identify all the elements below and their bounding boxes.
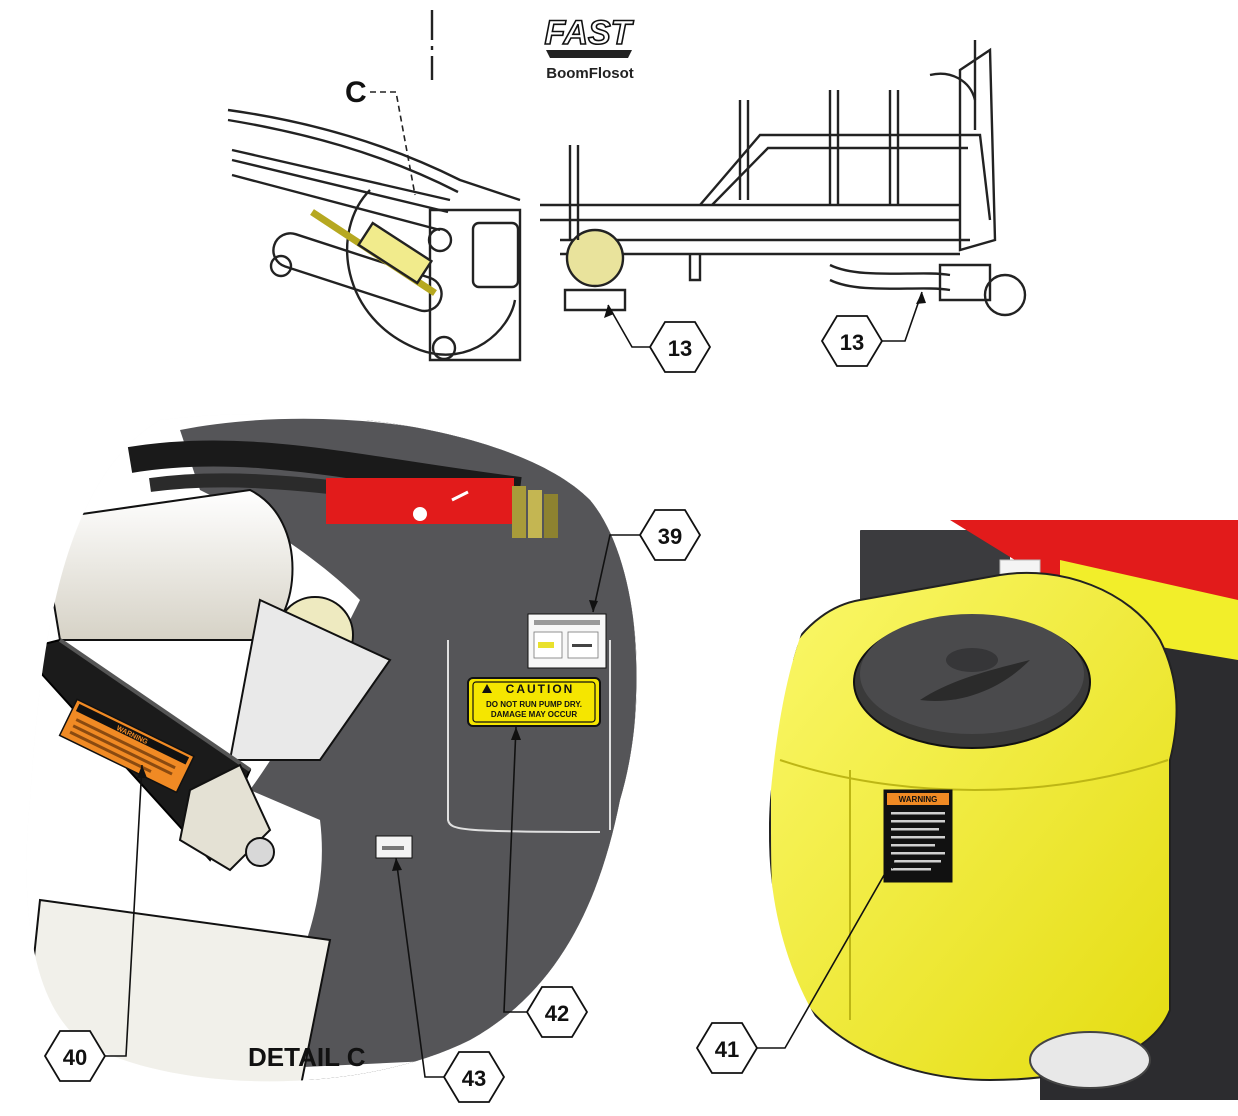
callout-13-hose: 13: [820, 315, 884, 367]
leader-lines: [105, 291, 923, 1078]
svg-text:WARNING: WARNING: [899, 795, 938, 804]
callout-42: 42: [525, 986, 589, 1038]
svg-text:41: 41: [715, 1037, 739, 1062]
svg-text:39: 39: [658, 524, 682, 549]
callout-39: 39: [638, 509, 702, 561]
svg-text:13: 13: [840, 330, 864, 355]
detail-title: DETAIL C: [248, 1042, 366, 1072]
svg-text:FAST: FAST: [545, 14, 635, 52]
leader-arrows: [137, 292, 926, 871]
instruction-decal: [527, 613, 607, 669]
caution-decal: CAUTION DO NOT RUN PUMP DRY. DAMAGE MAY …: [467, 677, 601, 727]
svg-text:CAUTION: CAUTION: [506, 682, 575, 696]
svg-text:42: 42: [545, 1001, 569, 1026]
svg-text:40: 40: [63, 1045, 87, 1070]
machine-side-view: [227, 10, 1027, 362]
svg-text:DAMAGE MAY OCCUR: DAMAGE MAY OCCUR: [491, 710, 577, 719]
tank-view: WARNING: [768, 520, 1238, 1116]
detail-c-view: WARNING CAUTION DO NOT RUN PUMP DR: [26, 413, 637, 1082]
svg-text:C: C: [345, 76, 367, 109]
callout-43: 43: [442, 1051, 506, 1103]
svg-text:BoomFlosot: BoomFlosot: [546, 65, 634, 82]
fast-logo: FAST BoomFlosot: [544, 10, 635, 82]
svg-text:13: 13: [668, 336, 692, 361]
callout-13-pump: 13: [648, 321, 712, 373]
callout-41: 41: [695, 1022, 759, 1074]
svg-text:43: 43: [462, 1066, 486, 1091]
view-label-c: C: [345, 76, 416, 196]
warning-decal-tank: WARNING: [883, 789, 953, 883]
warning-decal-cylinder: WARNING: [58, 698, 195, 794]
svg-text:DO NOT RUN PUMP DRY.: DO NOT RUN PUMP DRY.: [486, 700, 582, 709]
callout-40: 40: [43, 1030, 107, 1082]
